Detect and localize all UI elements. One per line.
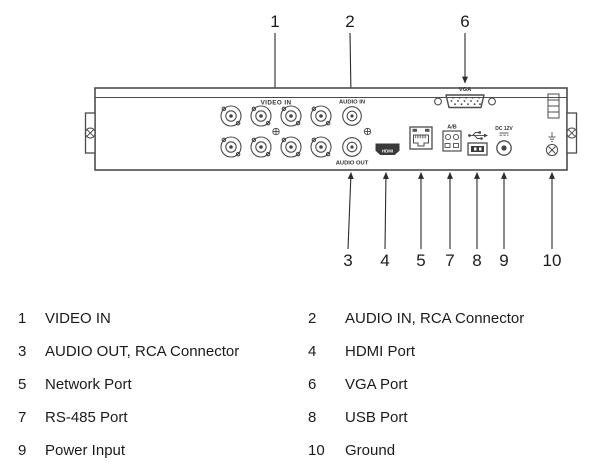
- legend-number: 1: [18, 310, 27, 327]
- legend-item-9: 9 Power Input: [18, 442, 308, 459]
- legend-item-10: 10 Ground: [308, 442, 600, 459]
- power-port: [496, 132, 512, 156]
- bnc-connector: [250, 136, 272, 158]
- legend-label: VGA Port: [345, 376, 408, 393]
- mounting-screw-right: [566, 127, 578, 139]
- vga-port: [434, 94, 496, 109]
- legend-item-8: 8 USB Port: [308, 409, 600, 426]
- network-port: [409, 126, 433, 150]
- rear-panel-diagram: 1 2 6 3 4 5 7 8 9 10 V: [84, 12, 578, 270]
- legend-number: 10: [308, 442, 325, 459]
- bnc-connector: [220, 136, 242, 158]
- legend-item-2: 2 AUDIO IN, RCA Connector: [308, 310, 600, 327]
- rs485-port: [442, 130, 462, 152]
- bnc-connector: [220, 105, 242, 127]
- callout-8: 8: [472, 251, 481, 270]
- callout-3: 3: [343, 251, 352, 270]
- legend-number: 3: [18, 343, 27, 360]
- legend-number: 9: [18, 442, 27, 459]
- legend-item-6: 6 VGA Port: [308, 376, 600, 393]
- panel-screw: [272, 127, 280, 136]
- port-legend: 1 VIDEO IN 2 AUDIO IN, RCA Connector 3 A…: [0, 300, 600, 459]
- audio-out-port: [342, 137, 362, 157]
- callout-10: 10: [543, 251, 562, 270]
- panel-screw: [363, 127, 372, 136]
- audio-in-label: AUDIO IN: [339, 100, 365, 106]
- bnc-connector: [310, 105, 332, 127]
- legend-item-3: 3 AUDIO OUT, RCA Connector: [18, 343, 308, 360]
- leader-arrows: [271, 32, 556, 250]
- usb-icon: [468, 131, 488, 140]
- callout-9: 9: [499, 251, 508, 270]
- callout-5: 5: [416, 251, 425, 270]
- legend-label: USB Port: [345, 409, 408, 426]
- legend-item-1: 1 VIDEO IN: [18, 310, 308, 327]
- legend-label: AUDIO OUT, RCA Connector: [45, 343, 240, 360]
- bnc-connector: [280, 136, 302, 158]
- legend-label: AUDIO IN, RCA Connector: [345, 310, 525, 327]
- hdmi-port: HDMI: [375, 143, 400, 155]
- bnc-connector: [280, 105, 302, 127]
- legend-number: 2: [308, 310, 317, 327]
- legend-number: 5: [18, 376, 27, 393]
- legend-label: VIDEO IN: [45, 310, 111, 327]
- legend-item-4: 4 HDMI Port: [308, 343, 600, 360]
- audio-in-port: [342, 106, 362, 126]
- power-label: DC 12V: [495, 126, 513, 132]
- mounting-screw-left: [84, 127, 96, 139]
- rs485-label: A/B: [447, 125, 457, 131]
- legend-number: 8: [308, 409, 317, 426]
- legend-label: RS-485 Port: [45, 409, 128, 426]
- legend-number: 6: [308, 376, 317, 393]
- callout-6: 6: [460, 12, 469, 31]
- hdmi-label: HDMI: [382, 148, 393, 153]
- legend-label: Network Port: [45, 376, 132, 393]
- ground-screw: [545, 143, 559, 157]
- callout-2: 2: [345, 12, 354, 31]
- bnc-connector: [310, 136, 332, 158]
- callout-4: 4: [380, 251, 389, 270]
- legend-number: 4: [308, 343, 317, 360]
- ground-symbol: [548, 132, 556, 142]
- video-in-label: VIDEO IN: [261, 100, 292, 107]
- vga-label: VGA: [459, 87, 472, 93]
- legend-number: 7: [18, 409, 27, 426]
- legend-label: HDMI Port: [345, 343, 416, 360]
- legend-item-5: 5 Network Port: [18, 376, 308, 393]
- legend-label: Ground: [345, 442, 396, 459]
- legend-item-7: 7 RS-485 Port: [18, 409, 308, 426]
- callout-1: 1: [270, 12, 279, 31]
- callout-7: 7: [445, 251, 454, 270]
- bnc-connector: [250, 105, 272, 127]
- legend-label: Power Input: [45, 442, 126, 459]
- audio-out-label: AUDIO OUT: [336, 161, 369, 167]
- vent: [547, 93, 560, 119]
- rear-panel-svg: 1 2 6 3 4 5 7 8 9 10 V: [84, 12, 578, 270]
- bnc-video-in-connectors: [220, 105, 332, 158]
- usb-port: [467, 142, 488, 156]
